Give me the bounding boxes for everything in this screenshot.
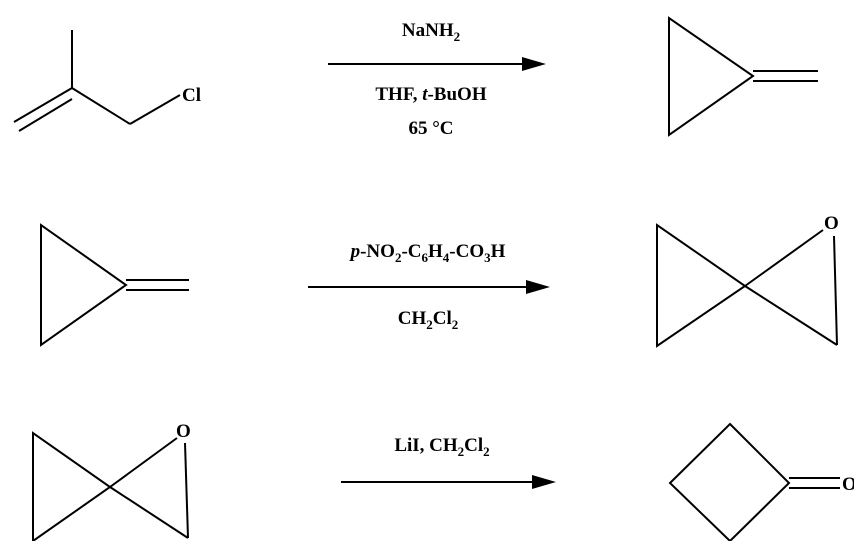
ring-cyclopropane [40,223,128,347]
product-methylenecyclopropane [668,16,818,137]
bond-spiro-ch2 [744,285,838,346]
product-oxaspiropentane: O [656,213,839,348]
atom-oxygen: O [842,474,854,495]
reaction-2: p-NO2-C6H4-CO3H CH2Cl2 O [40,213,839,348]
bond-spiro-ch2 [109,486,189,539]
arrow-head [522,57,546,71]
condition-solvent-1: THF, t-BuOH [375,84,486,105]
reaction-3: O LiI, CH2Cl2 O [32,421,854,541]
condition-oxidant-2: p-NO2-C6H4-CO3H [349,241,506,265]
atom-oxygen: O [824,213,839,234]
ring-cyclopropane [656,223,747,348]
reaction-arrow-2 [308,280,550,294]
condition-reagent-1: NaNH2 [402,20,460,44]
reactant-methallyl-chloride: Cl [13,30,201,132]
bond-spiro-oxygen [109,437,178,488]
ring-cyclopropane [32,431,112,541]
bond-ch2 [71,87,131,125]
product-cyclobutanone: O [668,422,854,541]
arrow-head [532,475,556,489]
arrow-head [526,280,550,294]
reaction-arrow-3 [341,475,556,489]
reactant-methylenecyclopropane [40,223,189,347]
bond-double-1 [13,87,73,123]
atom-chlorine: Cl [182,85,201,106]
reaction-1: Cl NaNH2 THF, t-BuOH 65 °C [13,16,818,139]
bond-oxygen-ch2 [833,235,838,346]
bond-ccl [129,94,181,125]
bond-double-2 [18,98,73,132]
atom-oxygen: O [176,421,191,442]
reaction-arrow-1 [328,57,546,71]
condition-solvent-2: CH2Cl2 [398,308,459,332]
ring-cyclopropane [668,16,755,137]
bond-oxygen-ch2 [184,442,189,539]
bond-spiro-oxygen [744,229,824,287]
ring-cyclobutane [668,422,791,541]
condition-reagents-3: LiI, CH2Cl2 [394,435,489,459]
condition-temperature-1: 65 °C [408,118,453,139]
reactant-oxaspiropentane: O [32,421,191,541]
